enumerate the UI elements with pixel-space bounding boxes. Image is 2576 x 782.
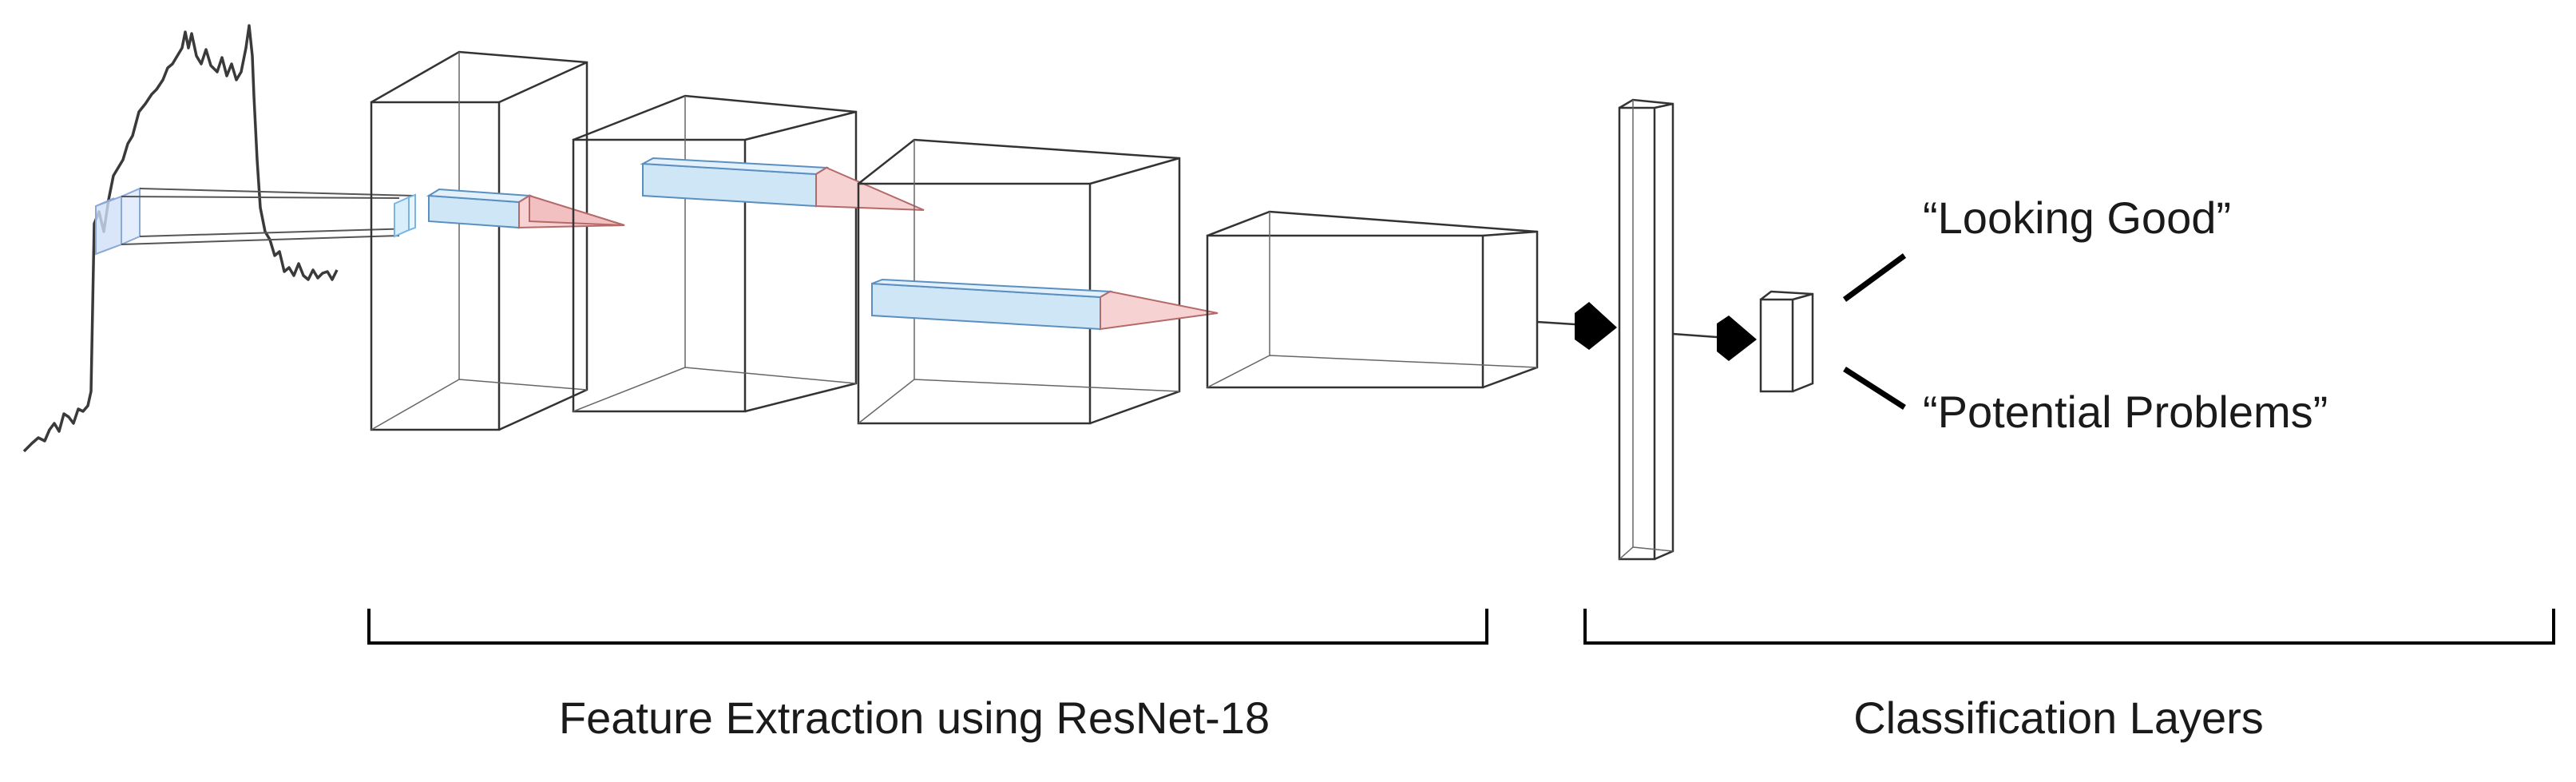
output-line-potential-problems — [1843, 367, 1906, 410]
output-layer — [1759, 290, 1814, 393]
input-window — [95, 187, 141, 256]
input-signal — [22, 24, 339, 453]
feature-extraction-label: Feature Extraction using ResNet-18 — [559, 693, 1270, 743]
output-label-looking-good: “Looking Good” — [1923, 193, 2231, 243]
feature-extraction-bracket — [367, 609, 1488, 645]
fc-layer — [1618, 98, 1674, 561]
resnet-block-2 — [572, 94, 858, 413]
output-line-looking-good — [1842, 253, 1907, 302]
connector-to-output — [1672, 316, 1757, 361]
arrow-head-icon — [1575, 302, 1617, 350]
resnet-block-1 — [370, 50, 589, 431]
arrow-head-icon — [1717, 316, 1757, 361]
classification-label: Classification Layers — [1853, 693, 2264, 743]
first-kernel-target — [394, 193, 416, 238]
kernel-block-3 — [871, 278, 1219, 331]
kernel-block-2 — [640, 157, 925, 211]
classification-bracket — [1583, 609, 2555, 645]
resnet-block-3 — [857, 138, 1181, 425]
output-label-potential-problems: “Potential Problems” — [1923, 387, 2328, 437]
resnet-block-4 — [1206, 210, 1539, 389]
projection-lines — [121, 188, 414, 245]
kernel-block-1 — [426, 188, 625, 229]
connector-to-fc — [1536, 302, 1617, 350]
